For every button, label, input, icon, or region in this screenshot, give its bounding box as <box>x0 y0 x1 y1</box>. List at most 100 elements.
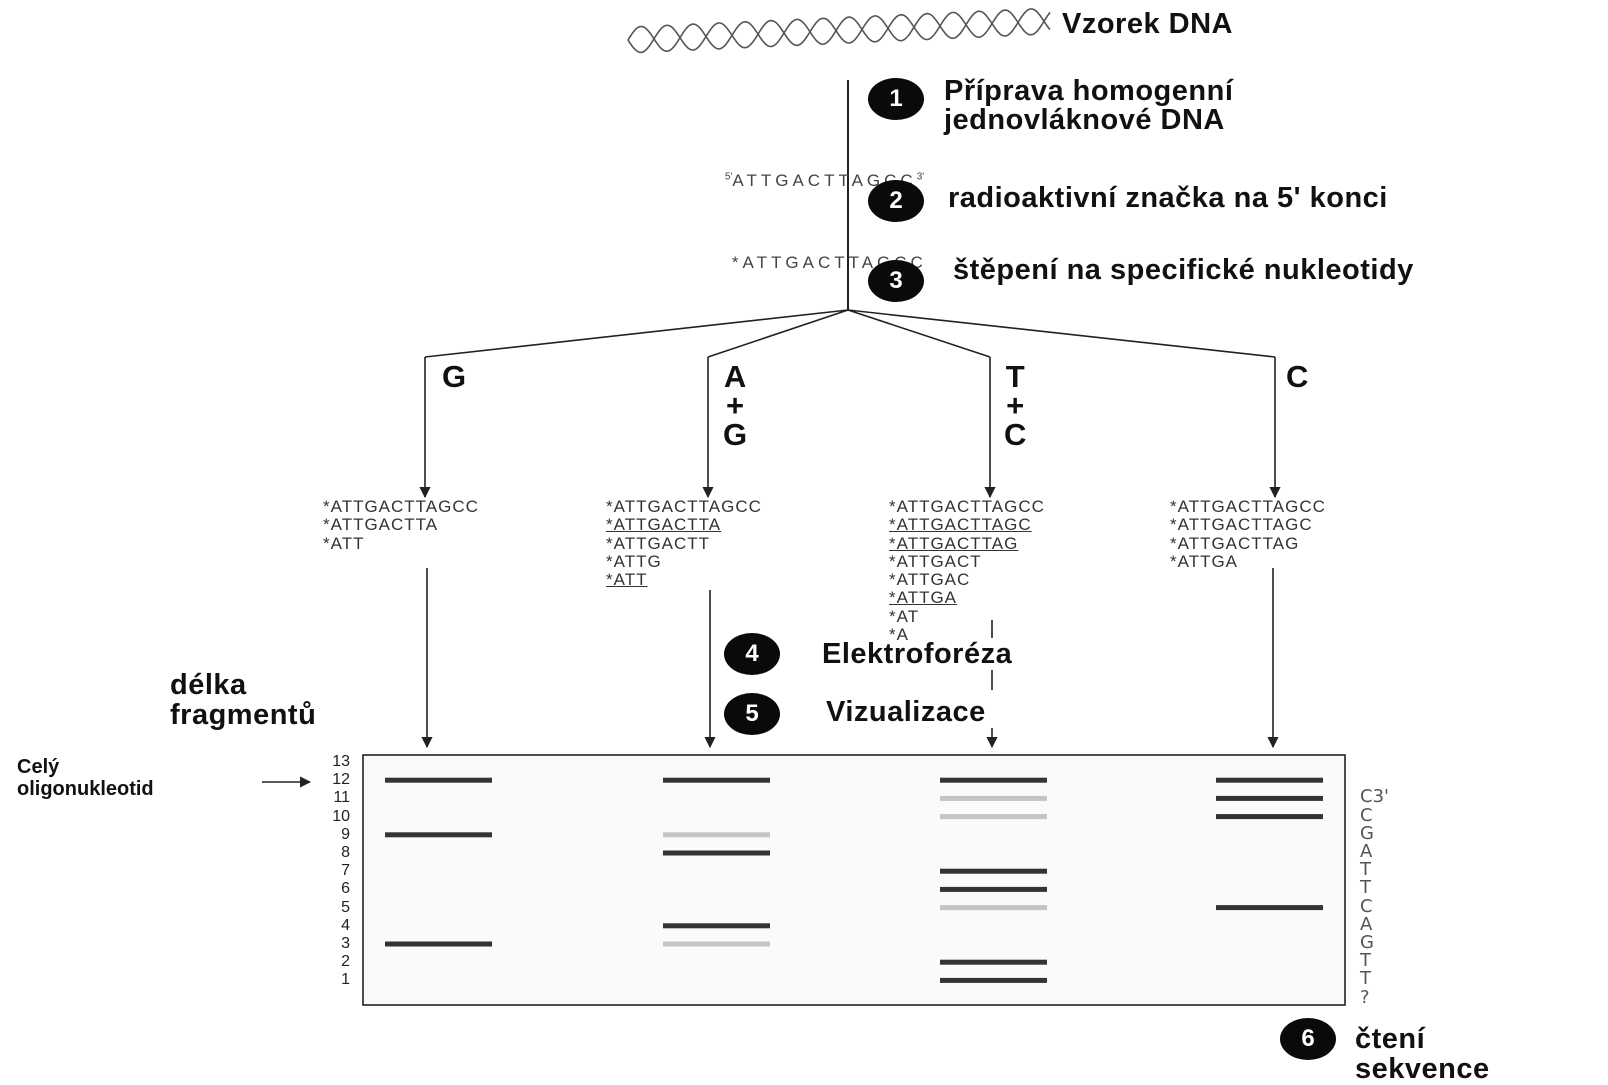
fragment-item: *ATT <box>606 570 648 590</box>
step-5-number: 5 <box>745 700 759 727</box>
fragment-item: *ATTGACTTAGCC <box>323 497 479 516</box>
fragment-item: *ATTG <box>606 551 662 571</box>
fragment-list-t-c: *ATTGACTTAGCC*ATTGACTTAGC*ATTGACTTAG*ATT… <box>889 497 1045 645</box>
seq-5prime-suffix: 3' <box>916 171 925 183</box>
fragment-item: *ATTGACTTAGCC <box>606 497 762 516</box>
fragment-item: *ATTGACTTAGCC <box>889 497 1045 516</box>
fragment-list-c: *ATTGACTTAGCC*ATTGACTTAGC*ATTGACTTAG*ATT… <box>1170 497 1326 571</box>
gel-band <box>385 832 492 838</box>
fragment-item: *A <box>889 625 909 645</box>
read-sequence-base: A <box>1360 913 1373 935</box>
fragment-length-label: délka fragmentů <box>170 669 317 731</box>
read-sequence-base: C <box>1360 895 1373 917</box>
fragment-item: *ATTGACTTAG <box>889 533 1019 553</box>
ladder-tick-label: 8 <box>341 844 350 861</box>
ladder-tick-label: 7 <box>341 862 350 880</box>
seq-5prime-bases: ATTGACTTAGCC <box>732 171 917 190</box>
read-sequence-base: G <box>1360 932 1374 953</box>
gel-band <box>385 941 492 947</box>
ladder-tick-label: 10 <box>332 807 350 825</box>
ladder-tick-label: 9 <box>341 825 350 843</box>
step-5-text: Vizualizace <box>826 696 986 728</box>
dna-helix-icon <box>627 8 1051 54</box>
fragment-item: *ATTGACTTAGC <box>889 515 1032 535</box>
step-1-badge: 1 <box>868 78 924 120</box>
gel-frame <box>362 754 1346 1006</box>
seq-labeled-prefix: * <box>731 253 743 272</box>
read-sequence-base: ? <box>1360 986 1370 1008</box>
ladder-tick-label: 13 <box>332 753 350 770</box>
lane-label-t-c: T + C <box>1004 359 1027 452</box>
fragment-item: *AT <box>889 606 920 626</box>
gel-band <box>1216 814 1323 820</box>
ladder-tick-label: 12 <box>332 771 350 789</box>
lane-label-g: G <box>442 359 467 394</box>
fragment-item: *ATTGACT <box>889 551 982 571</box>
gel-band <box>1216 777 1323 783</box>
full-oligo-label: Celý oligonukleotid <box>17 756 154 800</box>
gel-band <box>940 868 1047 874</box>
ladder-tick-label: 3 <box>341 935 350 952</box>
step-1-text: Příprava homogenní jednovláknové DNA <box>944 75 1234 136</box>
fragment-item: *ATTGACTTAG <box>1170 533 1300 553</box>
read-sequence-base: T <box>1360 877 1371 899</box>
fragment-item: *ATTGA <box>1170 551 1239 571</box>
step-4-text: Elektroforéza <box>822 638 1013 670</box>
fragment-item: *ATTGACTTAGC <box>1170 515 1313 535</box>
step-4-badge: 4 <box>724 633 780 675</box>
step-6-badge: 6 <box>1280 1018 1336 1060</box>
lane-arrows <box>419 357 1281 749</box>
step-3-badge: 3 <box>868 260 924 302</box>
step-2-text: radioaktivní značka na 5' konci <box>948 182 1388 214</box>
ladder-tick-label: 4 <box>341 916 350 934</box>
fragment-item: *ATTGA <box>889 588 958 608</box>
fragment-list-a-g: *ATTGACTTAGCC*ATTGACTTA*ATTGACTT*ATTG*AT… <box>606 497 762 590</box>
gel-band <box>663 923 770 929</box>
read-sequence-base: T <box>1360 859 1371 881</box>
read-sequence-base: C <box>1360 804 1373 826</box>
fragment-item: *ATTGACTTA <box>323 515 439 535</box>
fragment-item: *ATTGACTTA <box>606 515 722 535</box>
ladder-tick-label: 1 <box>341 971 350 989</box>
step-2-number: 2 <box>889 187 903 214</box>
ladder-tick-label: 5 <box>341 898 350 916</box>
fragment-item: *ATTGAC <box>889 570 971 590</box>
gel-band <box>940 905 1047 911</box>
read-sequence-base: G <box>1360 822 1374 844</box>
gel-band <box>940 795 1047 801</box>
step-1-number: 1 <box>889 85 903 112</box>
ladder-tick-label: 2 <box>341 953 350 971</box>
read-sequence-base: C3' <box>1360 786 1389 808</box>
gel-band <box>940 777 1047 783</box>
read-sequence-base: A <box>1360 841 1373 862</box>
gel-band <box>1216 905 1323 911</box>
step-3-number: 3 <box>889 267 903 294</box>
branch-lines <box>424 309 1276 358</box>
step-3-text: štěpení na specifické nukleotidy <box>953 254 1414 286</box>
read-sequence-base: T <box>1360 950 1371 972</box>
seq-5prime-prefix: 5' <box>724 171 733 183</box>
sequence-5prime: 5'ATTGACTTAGCC3' <box>690 151 924 211</box>
step-5-badge: 5 <box>724 693 780 735</box>
step-2-badge: 2 <box>868 180 924 222</box>
read-sequence-base: T <box>1360 968 1371 990</box>
gel-band <box>940 959 1047 965</box>
sample-label: Vzorek DNA <box>1062 8 1233 40</box>
gel-band <box>385 777 492 783</box>
gel-band <box>940 814 1047 820</box>
step-4-number: 4 <box>745 640 759 667</box>
step-6-number: 6 <box>1301 1025 1315 1052</box>
fragment-item: *ATTGACTT <box>606 533 711 553</box>
fragment-item: *ATTGACTTAGCC <box>1170 497 1326 516</box>
gel-band <box>1216 795 1323 801</box>
gel-band <box>663 941 770 947</box>
step-6-text: čtení sekvence <box>1355 1023 1490 1085</box>
gel-band <box>940 977 1047 983</box>
gel-band <box>663 850 770 856</box>
gel-bands <box>385 777 1323 983</box>
ladder-tick-label: 11 <box>333 789 350 807</box>
gel-band <box>940 886 1047 892</box>
fragment-item: *ATT <box>323 533 365 553</box>
